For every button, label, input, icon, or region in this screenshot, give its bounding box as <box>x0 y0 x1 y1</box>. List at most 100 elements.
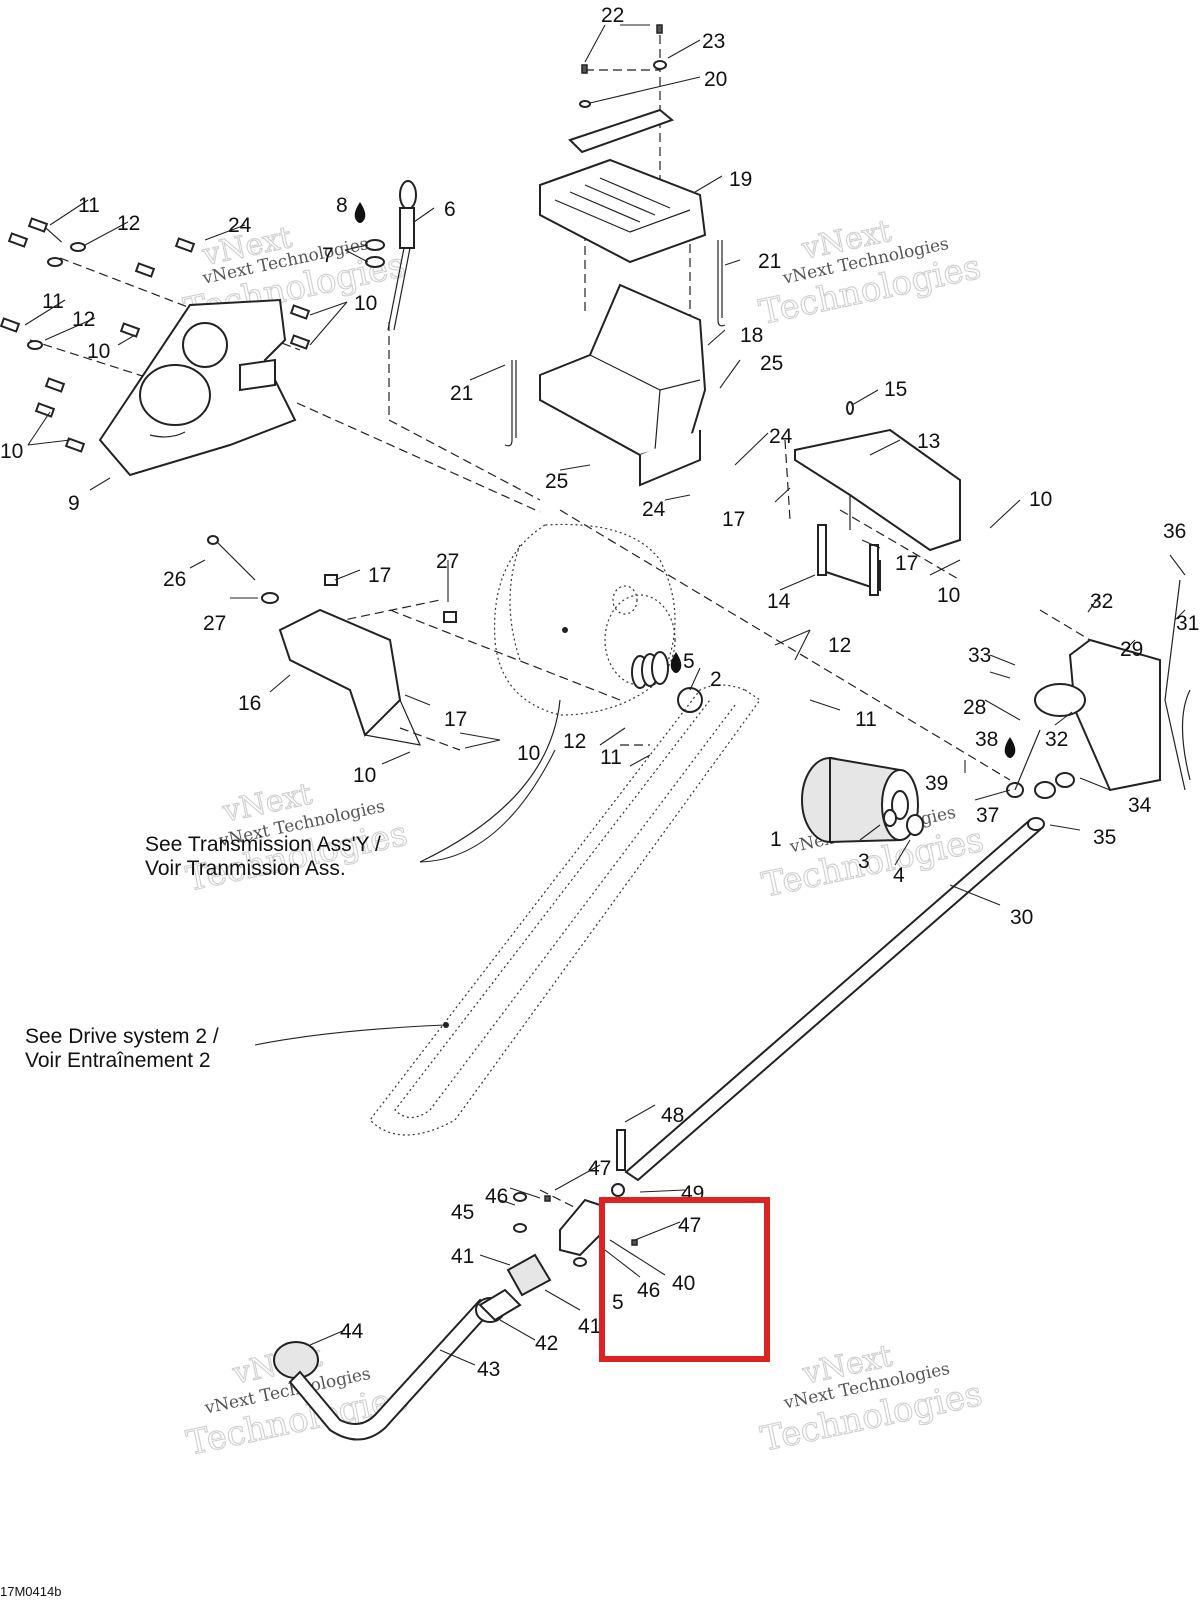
part-label: 41 <box>578 1315 601 1338</box>
part-label: 3 <box>858 850 870 873</box>
part-label: 43 <box>477 1358 500 1381</box>
part-label: 14 <box>767 590 791 613</box>
oil-drop-icon <box>354 202 366 223</box>
part-label: 19 <box>729 168 752 191</box>
filter-1 <box>801 756 924 844</box>
part-label: 11 <box>855 708 877 731</box>
part-label: 32 <box>1090 590 1113 613</box>
part-label: 30 <box>1010 906 1033 929</box>
drive-note-line2: Voir Entraînement 2 <box>25 1049 211 1072</box>
part-label: 22 <box>601 4 624 27</box>
part-label: 44 <box>340 1320 364 1343</box>
drive-system-note: See Drive system 2 / Voir Entraînement 2 <box>25 1025 219 1072</box>
part-label: 28 <box>963 696 986 719</box>
part-label: 7 <box>322 244 334 267</box>
part-label: 9 <box>68 492 80 515</box>
part-label: 25 <box>760 352 783 375</box>
part-label: 17 <box>444 708 467 731</box>
mounting-plate-9 <box>98 298 297 477</box>
tray-19 <box>539 158 707 264</box>
drive-belt <box>369 684 761 1136</box>
part-label: 12 <box>563 730 586 753</box>
transmission-note-line2: Voir Tranmission Ass. <box>145 857 346 880</box>
leader-lines <box>24 24 1186 1366</box>
part-label: 6 <box>444 198 456 221</box>
part-label: 27 <box>203 612 226 635</box>
part-label: 11 <box>42 290 64 313</box>
part-label: 11 <box>78 194 100 217</box>
part-label: 10 <box>517 742 540 765</box>
part-label: 13 <box>917 430 940 453</box>
part-label: 24 <box>769 425 793 448</box>
part-label: 16 <box>238 692 261 715</box>
part-label: 38 <box>975 728 998 751</box>
part-label: 10 <box>354 292 377 315</box>
part-label: 33 <box>968 644 991 667</box>
part-label: 24 <box>228 214 252 237</box>
transmission-note-leader <box>419 749 556 863</box>
part-label: 5 <box>612 1291 624 1314</box>
drive-note-line1: See Drive system 2 / <box>25 1025 219 1048</box>
support-13 <box>794 401 961 596</box>
part-label: 46 <box>485 1185 508 1208</box>
part-label: 17 <box>722 508 745 531</box>
part-label: 35 <box>1093 826 1116 849</box>
part-label: 4 <box>893 864 905 887</box>
part-label: 47 <box>678 1214 701 1237</box>
part-label: 17 <box>368 564 391 587</box>
watermark-top-right: vNext vNext Technologies Technologies <box>755 213 985 333</box>
oil-drop-icon <box>1004 737 1016 758</box>
part-label: 2 <box>710 668 722 691</box>
part-label: 10 <box>937 584 960 607</box>
part-label: 10 <box>353 764 376 787</box>
part-label: 42 <box>535 1332 558 1355</box>
part-label: 12 <box>72 308 95 331</box>
part-label: 46 <box>637 1279 660 1302</box>
part-label: 21 <box>450 382 473 405</box>
part-label: 37 <box>976 804 999 827</box>
rods-21 <box>504 240 726 447</box>
bracket-16 <box>207 535 457 746</box>
part-label: 18 <box>740 324 763 347</box>
part-label: 12 <box>117 212 140 235</box>
dipstick-6 <box>365 180 417 331</box>
part-label: 27 <box>436 550 459 573</box>
shift-rod-30 <box>624 729 1075 1182</box>
part-label: 1 <box>770 828 782 851</box>
part-label: 45 <box>451 1201 474 1224</box>
highlight-box <box>599 1197 770 1362</box>
part-label: 20 <box>704 68 727 91</box>
part-number-labels: 22 23 20 19 8 6 7 11 12 24 21 10 11 12 1… <box>0 4 1199 1381</box>
oil-drop-icon <box>670 652 682 673</box>
part-label: 17 <box>895 552 918 575</box>
part-label: 41 <box>451 1245 474 1268</box>
part-label: 5 <box>683 650 695 673</box>
part-label: 31 <box>1176 612 1199 635</box>
part-label: 40 <box>672 1272 695 1295</box>
transmission-note-line1: See Transmission Ass'Y / <box>145 833 381 856</box>
part-label: 36 <box>1163 520 1186 543</box>
transmission-note: See Transmission Ass'Y / Voir Tranmissio… <box>145 833 381 880</box>
transmission-housing <box>419 523 676 863</box>
part-label: 29 <box>1120 638 1143 661</box>
part-label: 47 <box>588 1157 611 1180</box>
watermark-bottom-right: vNext vNext Technologies Technologies <box>757 1338 987 1460</box>
shift-lever-43 <box>273 1129 638 1441</box>
drawing-code: 17M0414b <box>0 1584 61 1599</box>
part-label: 32 <box>1045 728 1068 751</box>
part-label: 34 <box>1128 794 1152 817</box>
spring-assembly <box>631 651 703 713</box>
part-label: 24 <box>642 498 666 521</box>
part-label: 48 <box>661 1104 684 1127</box>
part-label: 11 <box>600 746 622 769</box>
part-label: 12 <box>828 634 851 657</box>
part-label: 15 <box>884 378 907 401</box>
battery-box-18 <box>539 283 707 487</box>
bracket-29 <box>1034 579 1191 792</box>
part-label: 39 <box>925 772 948 795</box>
strap-20 <box>568 24 674 154</box>
part-label: 8 <box>336 194 348 217</box>
part-label: 10 <box>87 340 110 363</box>
part-label: 10 <box>1029 488 1052 511</box>
